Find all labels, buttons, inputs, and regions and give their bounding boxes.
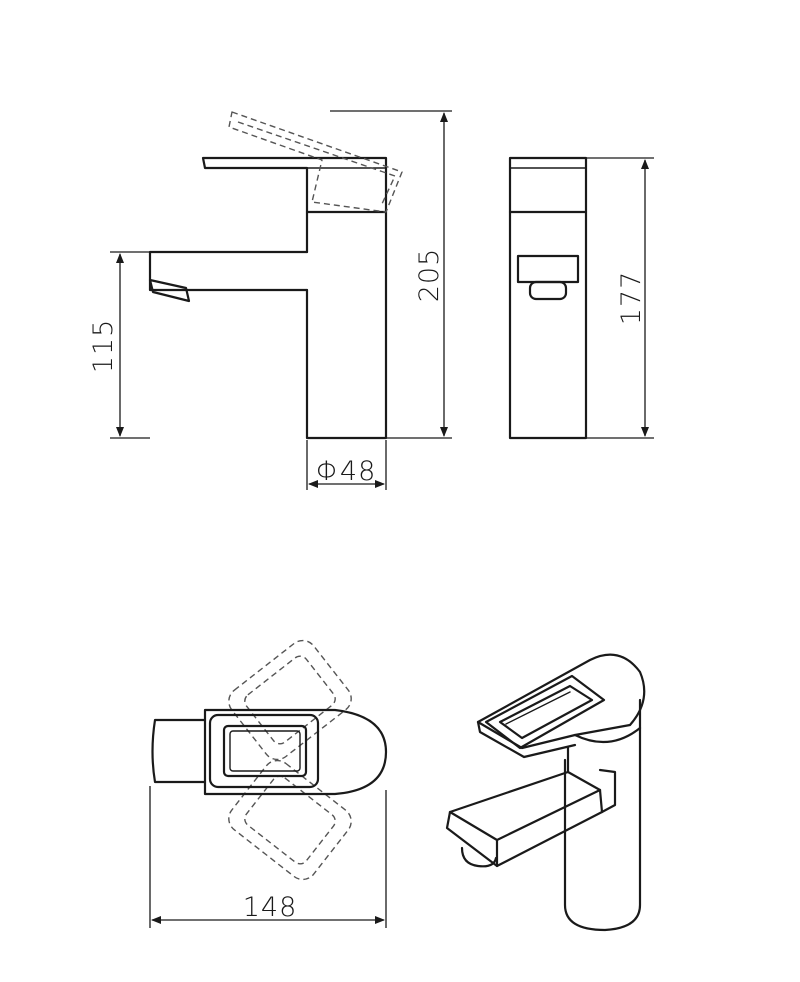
dim-148-label: 148 bbox=[243, 892, 298, 923]
iso-handle-opening bbox=[498, 684, 594, 740]
iso-spout bbox=[445, 770, 604, 868]
top-handle-opening bbox=[222, 724, 308, 778]
front-view bbox=[148, 111, 403, 440]
top-body bbox=[151, 708, 388, 796]
front-lever bbox=[201, 156, 388, 214]
iso-aerator bbox=[460, 846, 498, 868]
front-spout bbox=[148, 250, 309, 292]
top-handle-rotated-up bbox=[228, 639, 352, 761]
dim-177: 177 bbox=[586, 157, 654, 439]
dim-205: 205 bbox=[330, 110, 452, 439]
front-body bbox=[305, 210, 388, 440]
dim-115: 115 bbox=[88, 251, 150, 439]
isometric-view bbox=[445, 653, 646, 932]
dim-115-label: 115 bbox=[88, 319, 119, 374]
side-aerator bbox=[528, 280, 568, 301]
top-view bbox=[151, 639, 388, 881]
dim-177-label: 177 bbox=[616, 271, 647, 326]
iso-handle-frame bbox=[484, 674, 606, 750]
side-body bbox=[508, 156, 588, 440]
iso-lever bbox=[476, 653, 646, 750]
front-aerator bbox=[148, 278, 191, 303]
front-lever-raised bbox=[228, 111, 403, 213]
dim-205-label: 205 bbox=[414, 248, 445, 303]
top-handle-frame bbox=[208, 713, 320, 789]
dim-148: 148 bbox=[149, 786, 387, 928]
top-handle-rotated-down bbox=[228, 759, 352, 881]
dim-48: Φ48 bbox=[306, 440, 387, 490]
iso-body bbox=[563, 698, 642, 932]
dim-48-label: Φ48 bbox=[316, 456, 377, 487]
side-spout bbox=[516, 254, 580, 284]
side-view bbox=[508, 156, 588, 440]
